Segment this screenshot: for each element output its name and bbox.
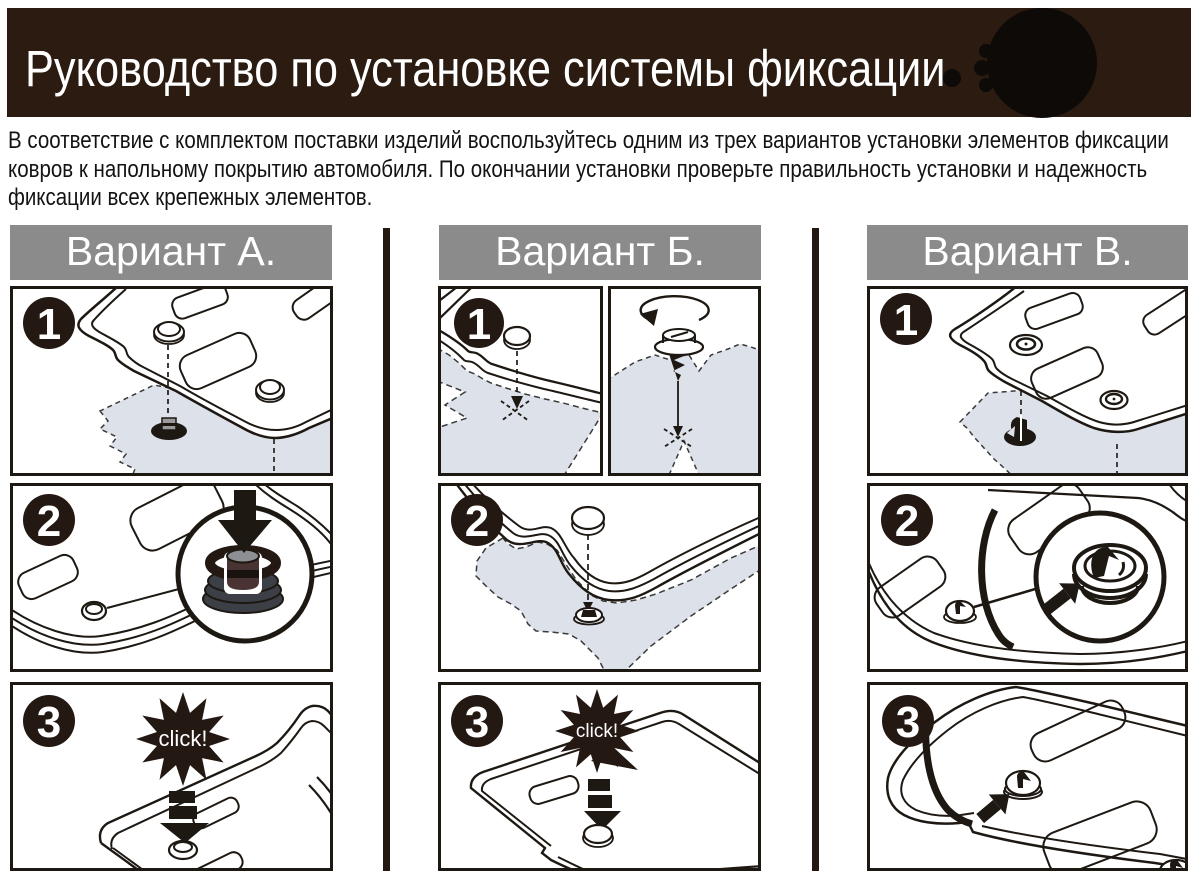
svg-text:2: 2 (895, 497, 919, 546)
svg-text:click!: click! (576, 721, 618, 742)
svg-text:1: 1 (894, 296, 918, 345)
svg-text:2: 2 (465, 497, 489, 546)
svg-text:1: 1 (467, 300, 491, 349)
svg-text:3: 3 (465, 698, 489, 747)
svg-text:3: 3 (37, 698, 61, 747)
svg-text:3: 3 (896, 698, 920, 747)
svg-text:2: 2 (37, 497, 61, 546)
svg-text:click!: click! (159, 726, 208, 751)
svg-text:1: 1 (37, 300, 61, 349)
